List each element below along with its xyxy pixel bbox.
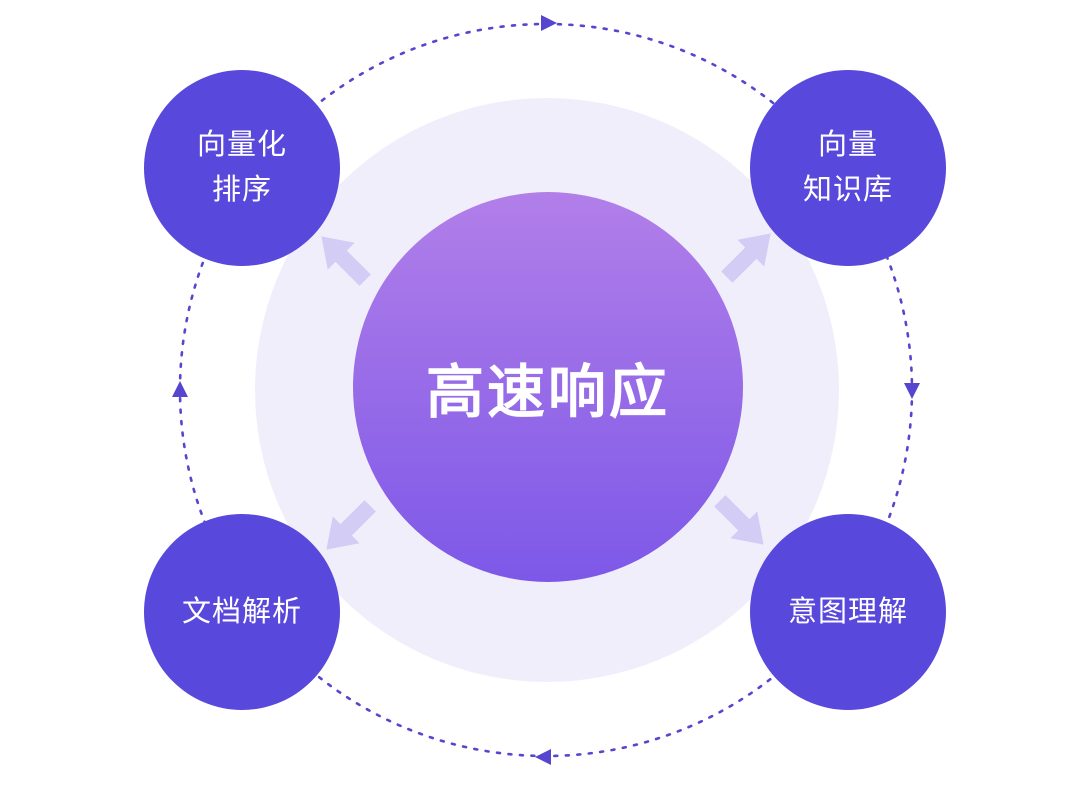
center-circle: 高速响应: [353, 192, 743, 582]
satellite-bottom-right: 意图理解: [750, 514, 946, 710]
arrow-to-top-left-icon: [321, 236, 371, 286]
orbit-arrow-right-icon: [904, 383, 920, 399]
satellite-label-line: 排序: [211, 174, 272, 206]
satellite-label-line: 向量化: [196, 129, 287, 162]
satellite-label-line: 文档解析: [181, 595, 302, 628]
satellite-label-line: 知识库: [802, 174, 893, 206]
arrow-to-top-right-icon: [721, 233, 771, 283]
center-label: 高速响应: [425, 360, 670, 425]
satellite-label-line: 向量: [817, 129, 878, 162]
arrow-to-bottom-right-icon: [714, 495, 764, 545]
orbit-arrow-left-icon: [172, 381, 188, 397]
arrow-to-bottom-left-icon: [326, 500, 376, 550]
satellite-top-right: 向量 知识库: [750, 70, 946, 266]
orbit-arrow-bottom-icon: [535, 749, 551, 765]
orbit-arrow-top-icon: [541, 15, 557, 31]
satellite-label-line: 意图理解: [787, 595, 908, 628]
satellite-top-left: 向量化 排序: [144, 70, 340, 266]
satellite-bottom-left: 文档解析: [144, 514, 340, 710]
